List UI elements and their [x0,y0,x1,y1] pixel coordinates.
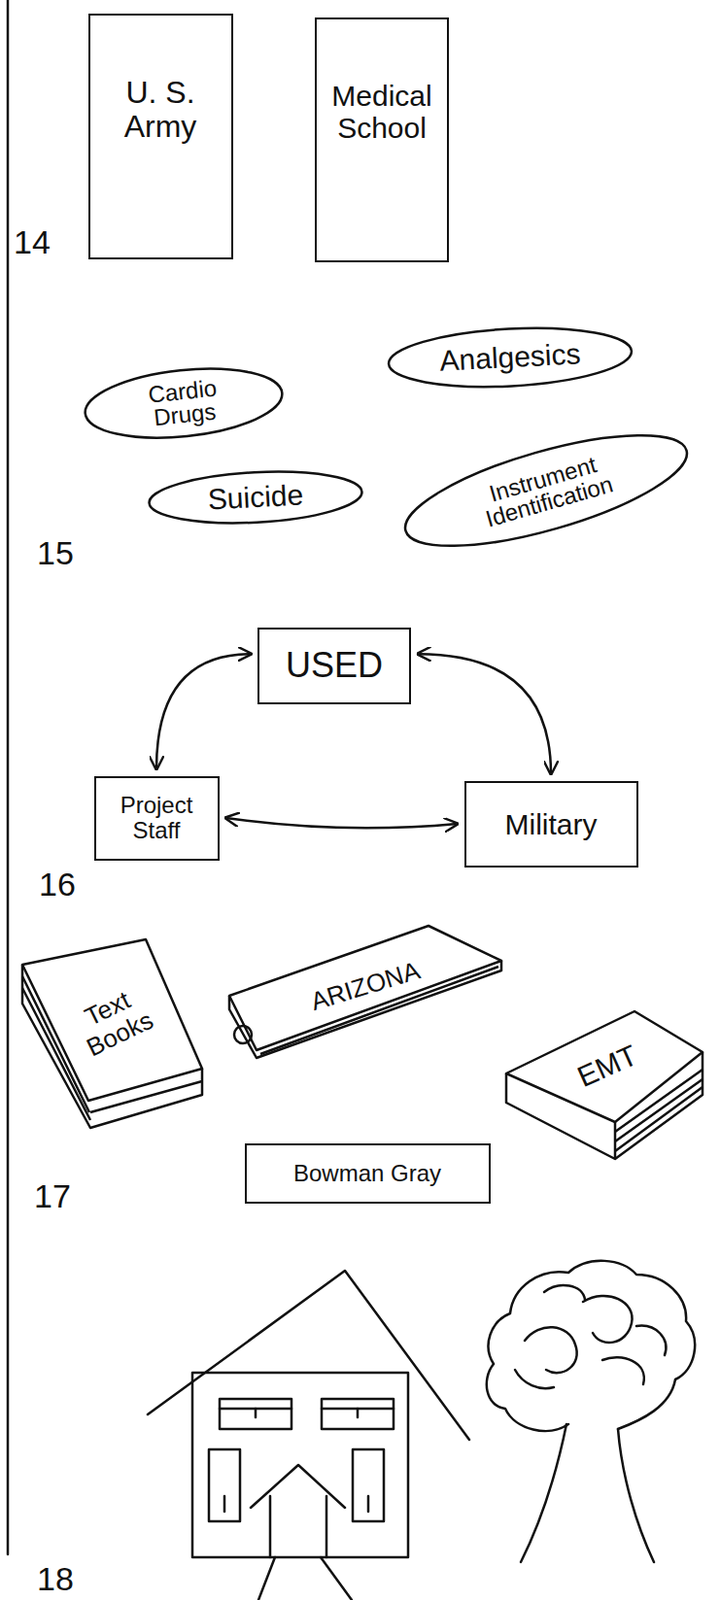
node-text: Suicide [206,480,305,515]
node-text: Military [505,808,598,841]
node-text: Text Books [53,972,174,1070]
node-text: Cardio Drugs [135,375,232,432]
node-text: Bowman Gray [293,1161,442,1187]
double-arrow [226,818,458,828]
ellipse-shape [81,359,286,446]
ellipse-shape [387,322,634,393]
tree-drawing [486,1261,695,1563]
box: Military [464,781,639,868]
node-text: USED [285,646,383,686]
book-drawing: Text Books [14,927,209,1132]
topic-ellipse: Suicide [144,464,368,531]
binder-drawing: ARIZONA [221,918,509,1060]
book-line [90,1081,203,1113]
book-line [613,1122,617,1160]
node-text: Analgesics [439,339,582,377]
book-line [22,964,203,1129]
box: Project Staff [94,776,220,861]
box: Medical School [314,17,449,263]
book-line [615,1069,703,1152]
callout-number: 15 [36,536,74,570]
book-drawing [500,1005,710,1171]
node-text: U. S. Army [100,75,222,144]
node-text: EMT [560,1033,654,1099]
topic-ellipse: Analgesics [383,319,638,395]
box: Bowman Gray [244,1143,491,1204]
callout-number: 17 [34,1179,71,1213]
book-line [22,976,91,1121]
ellipse-shape [394,412,697,570]
box: U. S. Army [88,13,234,260]
box: USED [257,627,412,705]
callout-number: 14 [13,225,51,259]
margin-rule [6,0,10,1555]
topic-ellipse: Instrument Identification [389,408,703,574]
node-text: Medical School [326,79,438,144]
ellipse-shape [147,467,364,529]
house-drawing [147,1270,470,1600]
node-text: Instrument Identification [460,445,633,537]
book-line [229,925,502,1051]
binder-ring [234,1026,252,1044]
topic-ellipse: Cardio Drugs [78,356,290,450]
callout-number: 16 [38,867,76,901]
node-text: Project Staff [105,792,208,845]
double-arrow [417,653,551,774]
book-line [506,1011,703,1123]
book-line [22,939,203,1101]
book-drawing: EMT [500,1005,710,1171]
double-arrow [156,653,251,769]
callout-number: 18 [36,1562,74,1596]
